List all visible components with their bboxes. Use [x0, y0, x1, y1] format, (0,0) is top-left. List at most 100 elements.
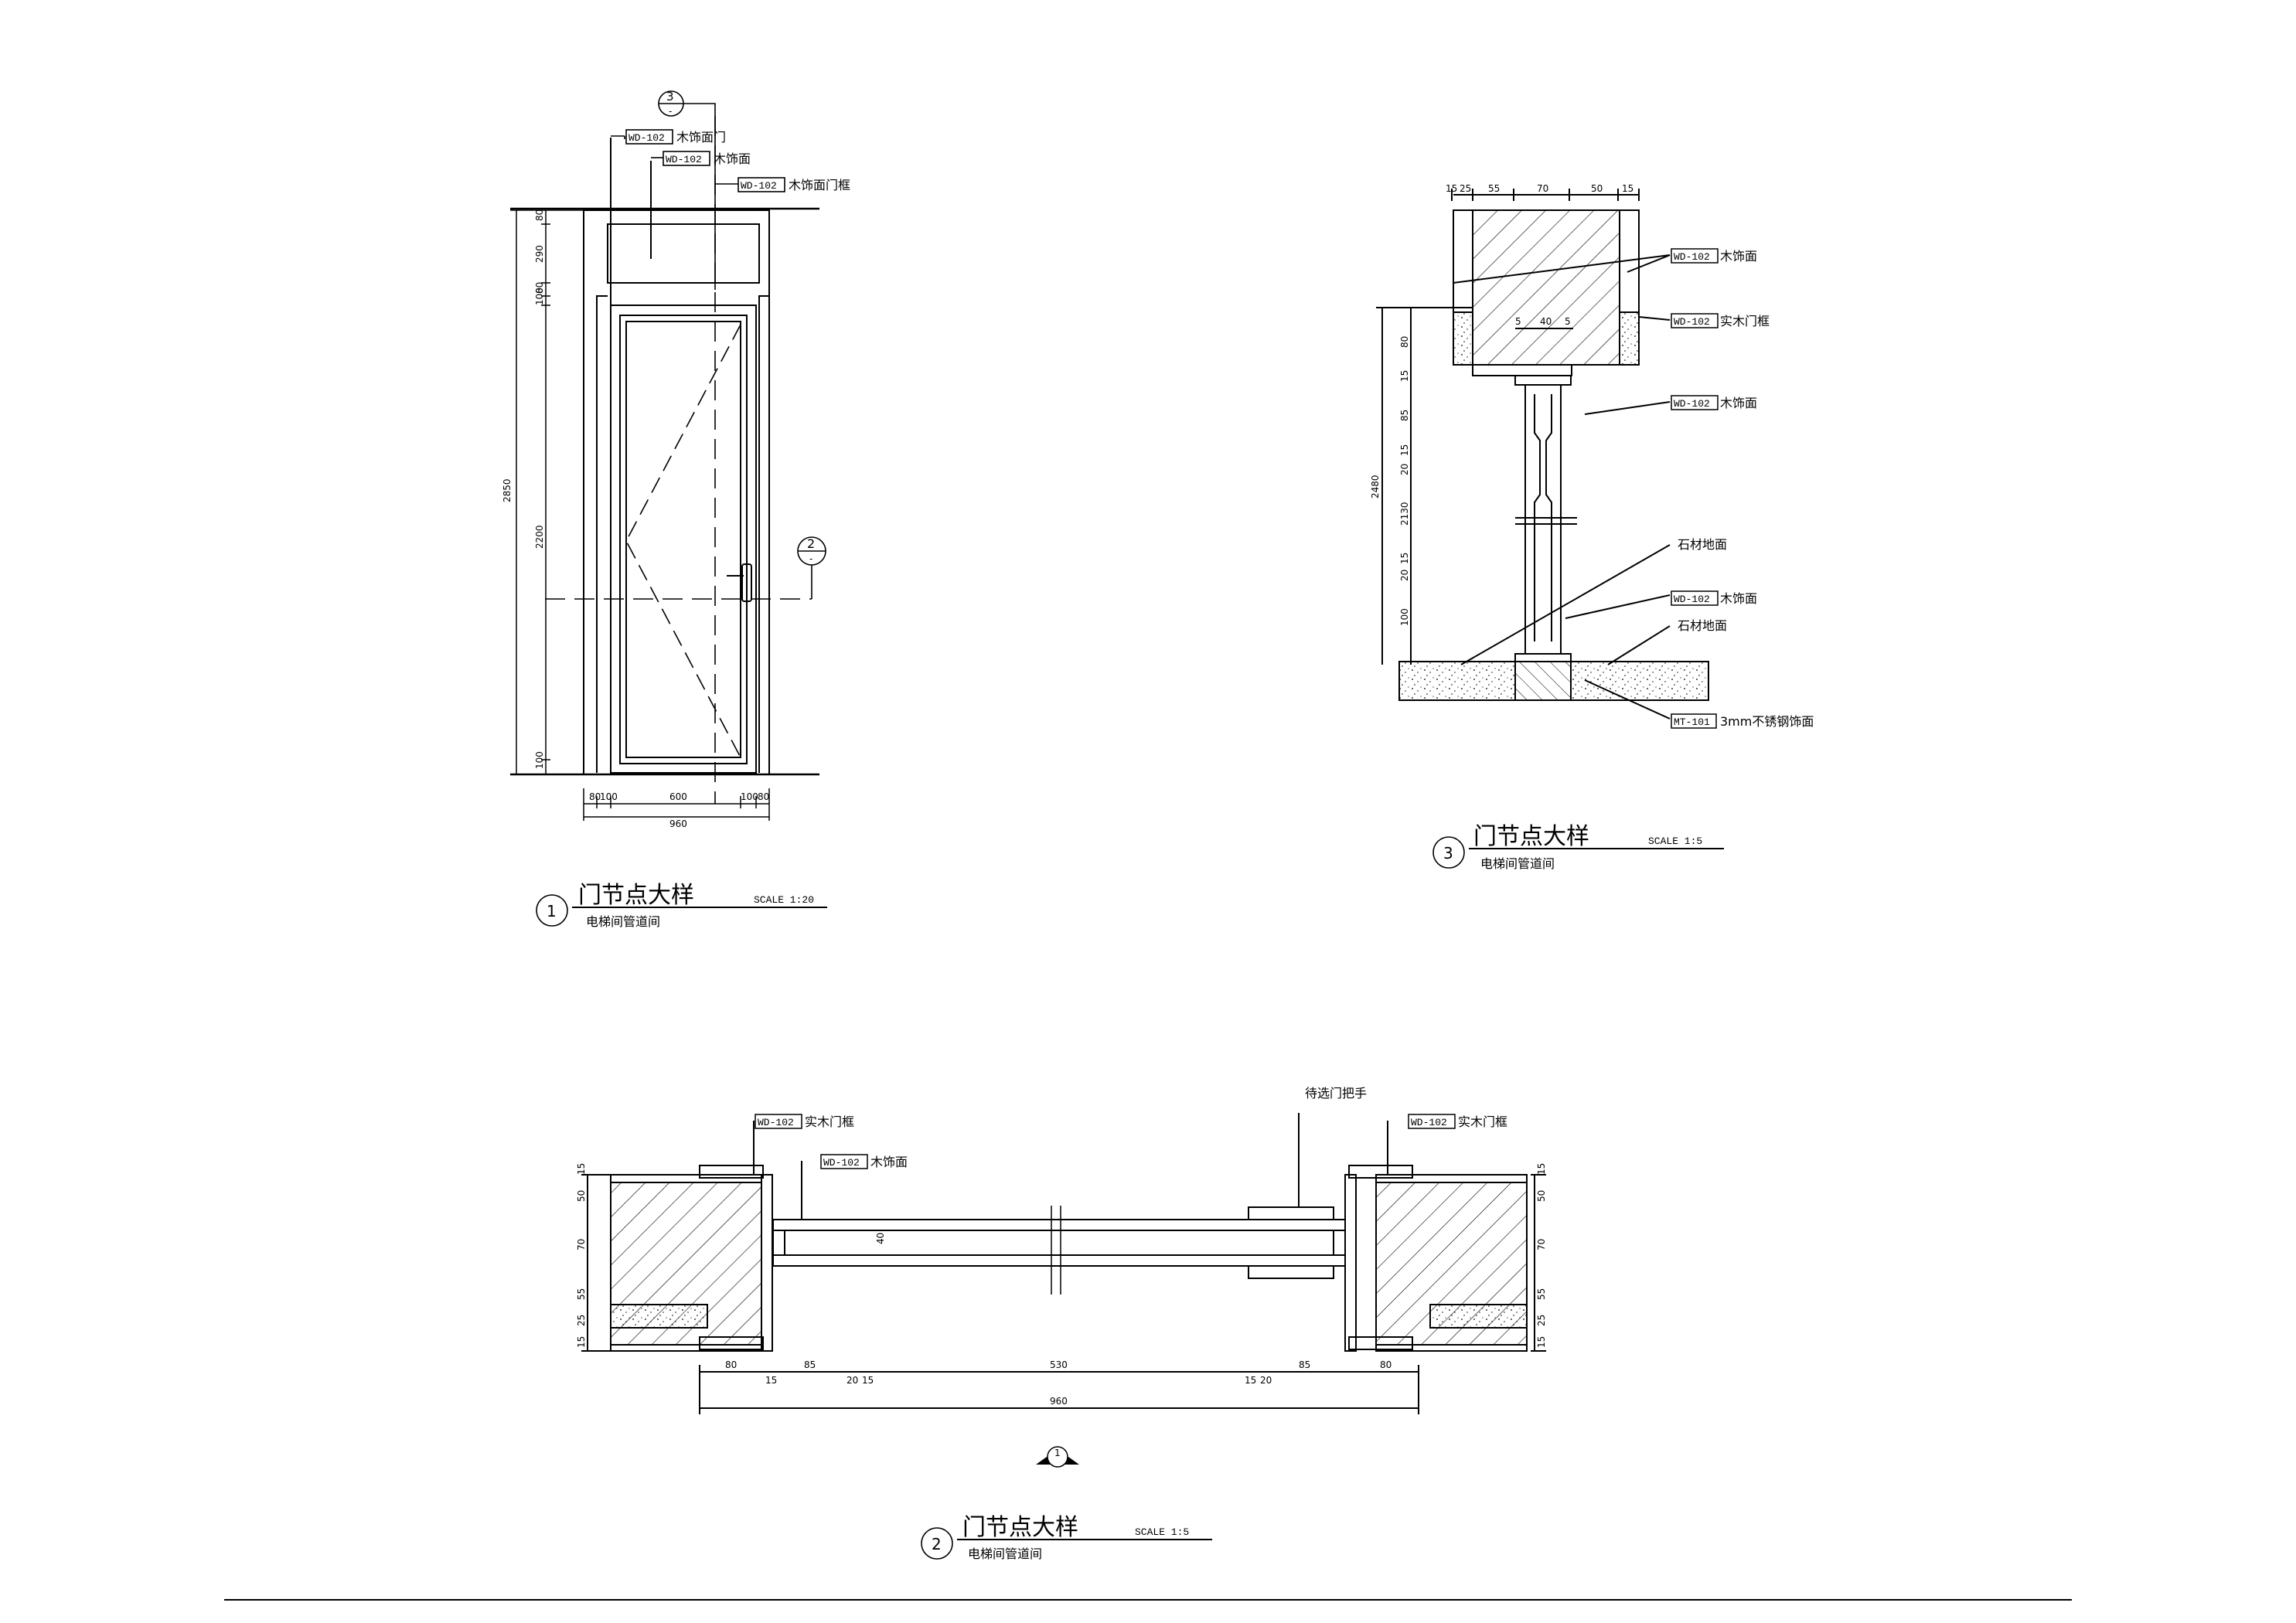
material-label: 木饰面门框 [789, 178, 850, 192]
dim-label: 20 [1399, 464, 1410, 475]
detail-1-dimensions [510, 209, 770, 821]
dim-label: 80 [758, 791, 769, 802]
material-label: 实木门框 [1458, 1114, 1507, 1129]
section-marker-number: 1 [1054, 1448, 1061, 1458]
callout-number: 2 [807, 536, 815, 551]
dim-label: 15 [1446, 183, 1457, 194]
material-code: WD-102 [758, 1117, 794, 1128]
dim-label: 20 [1260, 1375, 1272, 1386]
dim-label: 80 [1399, 336, 1410, 348]
dim-label: 290 [534, 245, 545, 263]
dim-label: 80 [1380, 1359, 1392, 1370]
detail-3-section [1376, 189, 1709, 720]
detail-title: 门节点大样 [578, 882, 694, 909]
material-code: WD-102 [1674, 594, 1710, 605]
dim-label: 80 [534, 282, 545, 294]
callout-dash: - [669, 106, 672, 117]
dim-label: 5 [1515, 316, 1521, 327]
dim-label: 80 [534, 209, 545, 221]
detail-scale: SCALE 1:5 [1135, 1526, 1189, 1538]
material-label: 待选门把手 [1305, 1086, 1367, 1101]
dim-label: 85 [1399, 410, 1410, 421]
material-code: WD-102 [1674, 251, 1710, 263]
dim-label: 40 [875, 1233, 886, 1244]
dim-label: 15 [765, 1375, 777, 1386]
dim-label: 15 [1622, 183, 1633, 194]
dim-label: 20 [1399, 570, 1410, 581]
dim-label: 50 [576, 1190, 587, 1202]
material-code: WD-102 [1411, 1117, 1447, 1128]
material-code: WD-102 [629, 132, 665, 144]
material-label: 木饰面 [1720, 249, 1757, 264]
dim-label: 50 [1536, 1190, 1547, 1202]
detail-scale: SCALE 1:20 [754, 894, 814, 906]
dim-total: 960 [669, 818, 687, 829]
dim-label: 80 [589, 791, 601, 802]
material-label: 实木门框 [805, 1114, 854, 1129]
detail-title: 门节点大样 [1473, 823, 1589, 850]
dim-label: 15 [862, 1375, 874, 1386]
dim-label: 5 [1565, 316, 1571, 327]
dim-label: 85 [804, 1359, 816, 1370]
dim-label: 85 [1299, 1359, 1310, 1370]
material-code: WD-102 [741, 180, 777, 192]
detail-scale: SCALE 1:5 [1648, 835, 1702, 847]
dim-label: 50 [1591, 183, 1603, 194]
detail-2-section [581, 1113, 1546, 1414]
dim-label: 70 [1537, 183, 1548, 194]
material-label: 木饰面 [714, 151, 751, 166]
material-code: MT-101 [1674, 716, 1710, 728]
dim-label: 2480 [1370, 475, 1381, 498]
material-label: 木饰面 [870, 1155, 908, 1169]
detail-title: 门节点大样 [962, 1514, 1078, 1541]
detail-number: 2 [932, 1535, 942, 1553]
dim-label: 2130 [1399, 502, 1410, 526]
dim-label: 55 [1488, 183, 1500, 194]
dim-label: 15 [1399, 370, 1410, 382]
dim-label: 2200 [534, 525, 545, 549]
detail-number: 3 [1443, 844, 1453, 863]
detail-1-dimension-labels: 80 100 600 100 80 960 2850 80 290 100 80… [502, 209, 769, 829]
dim-total: 960 [1050, 1396, 1068, 1407]
material-label: 木饰面 [1720, 591, 1757, 606]
material-label: 石材地面 [1678, 537, 1727, 552]
callout-number: 3 [666, 90, 674, 104]
dim-label: 20 [847, 1375, 858, 1386]
dim-label: 15 [1536, 1336, 1547, 1348]
detail-subtitle: 电梯间管道间 [968, 1546, 1042, 1561]
dim-label: 530 [1050, 1359, 1068, 1370]
dim-label: 25 [1460, 183, 1471, 194]
material-code: WD-102 [823, 1157, 860, 1169]
dim-label: 25 [576, 1315, 587, 1326]
dim-label: 100 [741, 791, 758, 802]
dim-label: 80 [725, 1359, 737, 1370]
dim-label: 15 [576, 1336, 587, 1348]
detail-3-labels: 15 25 55 70 50 15 5 40 5 2480 80 15 85 1… [1370, 183, 1814, 729]
dim-label: 55 [1536, 1288, 1547, 1300]
material-code: WD-102 [1674, 316, 1710, 328]
detail-number: 1 [547, 902, 557, 920]
dim-label: 15 [1245, 1375, 1256, 1386]
detail-2-labels: WD-102 实木门框 WD-102 木饰面 待选门把手 WD-102 实木门框… [576, 1086, 1547, 1407]
detail-1-callouts [611, 90, 826, 599]
dim-label: 15 [1399, 444, 1410, 456]
material-code: WD-102 [1674, 398, 1710, 410]
dim-label: 55 [576, 1288, 587, 1300]
material-code: WD-102 [666, 154, 702, 165]
section-marker: 1 [1036, 1446, 1079, 1468]
dim-label: 100 [534, 751, 545, 769]
dim-label: 600 [669, 791, 687, 802]
dim-label: 15 [1399, 553, 1410, 564]
dim-label: 40 [1540, 316, 1552, 327]
detail-1-title: 1 门节点大样 SCALE 1:20 电梯间管道间 [536, 882, 827, 929]
dim-label: 15 [576, 1163, 587, 1175]
material-label: 实木门框 [1720, 314, 1770, 328]
dim-label: 100 [600, 791, 618, 802]
dim-label: 2850 [502, 478, 513, 502]
detail-1-callout-labels: 3 - WD-102 木饰面门 WD-102 木饰面 WD-102 木饰面门框 … [629, 90, 850, 564]
dim-label: 70 [576, 1239, 587, 1250]
detail-subtitle: 电梯间管道间 [1480, 856, 1555, 871]
detail-subtitle: 电梯间管道间 [586, 914, 660, 929]
material-label: 3mm不锈钢饰面 [1720, 714, 1814, 729]
